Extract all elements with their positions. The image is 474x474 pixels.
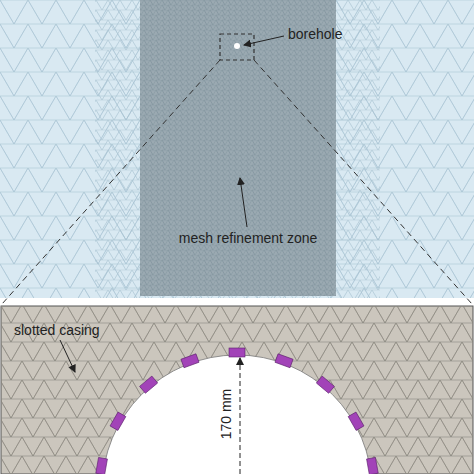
casing-segment	[96, 457, 108, 474]
callout-label: slotted casing	[14, 322, 100, 338]
casing-segment	[275, 354, 293, 368]
casing-segment	[316, 376, 334, 393]
casing-segment	[140, 376, 158, 393]
callout-label: mesh refinement zone	[179, 230, 318, 246]
casing-segment	[110, 412, 126, 430]
casing-segment	[367, 457, 379, 474]
casing-segment	[181, 354, 199, 368]
callout-label: borehole	[288, 26, 343, 42]
dimension-label: 170 mm	[218, 387, 234, 442]
casing-segment	[348, 412, 364, 430]
casing-segment	[229, 348, 245, 357]
